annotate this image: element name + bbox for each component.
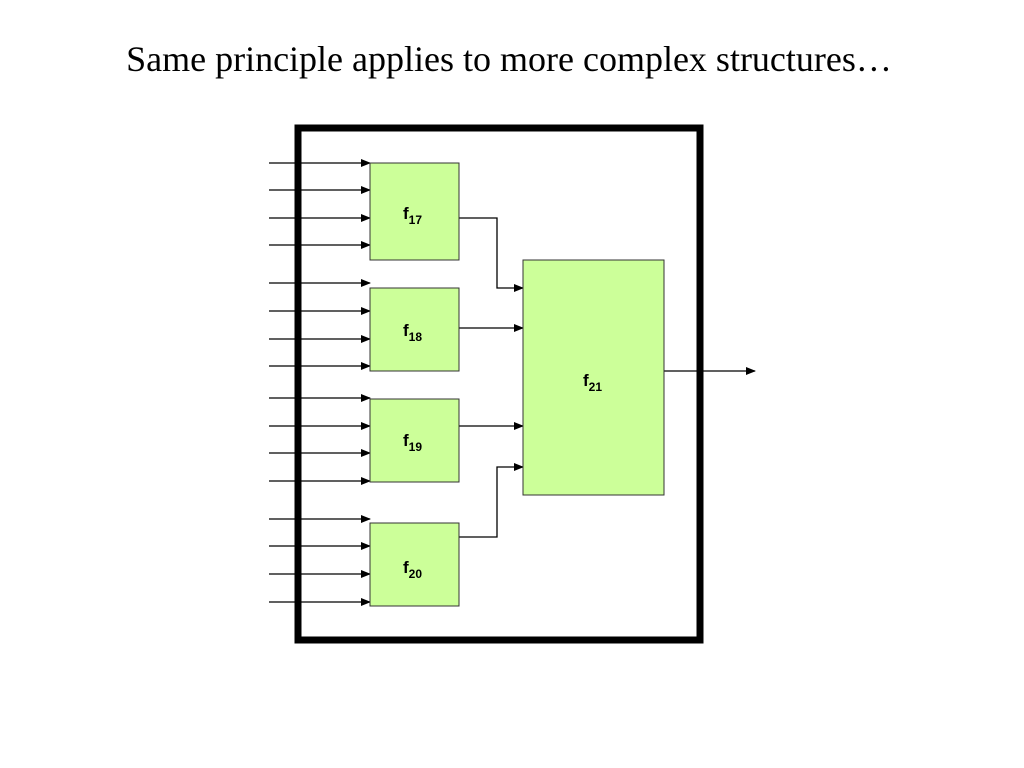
- block-f20-base: f: [403, 558, 409, 577]
- block-f20-label: f20: [403, 558, 422, 581]
- block-f17-sub: 17: [409, 213, 423, 227]
- block-f19-base: f: [403, 431, 409, 450]
- block-f17: [369, 162, 460, 261]
- block-f21: [522, 259, 665, 496]
- block-f21-base: f: [583, 371, 589, 390]
- outer-frame: [294, 124, 704, 644]
- block-f21-sub: 21: [589, 380, 603, 394]
- block-f17-base: f: [403, 204, 409, 223]
- slide-title: Same principle applies to more complex s…: [126, 39, 892, 79]
- block-f19-label: f19: [403, 431, 422, 454]
- block-f20-sub: 20: [409, 567, 423, 581]
- connection-wires: [459, 217, 756, 538]
- block-f18-label: f18: [403, 321, 422, 344]
- wire-f20-to-f21: [459, 463, 524, 538]
- block-f20: [369, 522, 460, 607]
- block-f19-sub: 19: [409, 440, 423, 454]
- block-f18-sub: 18: [409, 330, 423, 344]
- block-f17-label: f17: [403, 204, 422, 227]
- block-f18: [369, 287, 460, 372]
- block-f19: [369, 398, 460, 483]
- input-arrows: [269, 159, 371, 606]
- block-f21-label: f21: [583, 371, 602, 394]
- block-f18-base: f: [403, 321, 409, 340]
- wire-f17-to-f21: [459, 217, 524, 292]
